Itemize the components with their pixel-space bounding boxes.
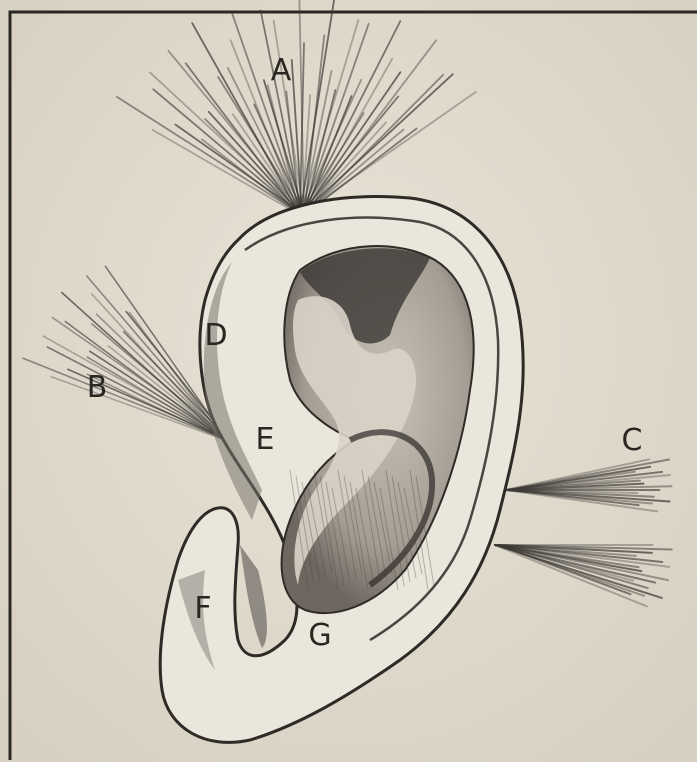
label-f: F [194, 594, 211, 624]
label-e: E [256, 425, 275, 455]
label-b: B [87, 373, 108, 403]
label-c: C [622, 426, 643, 456]
label-a: A [271, 56, 292, 86]
label-g: G [308, 621, 331, 651]
label-d: D [204, 321, 227, 351]
